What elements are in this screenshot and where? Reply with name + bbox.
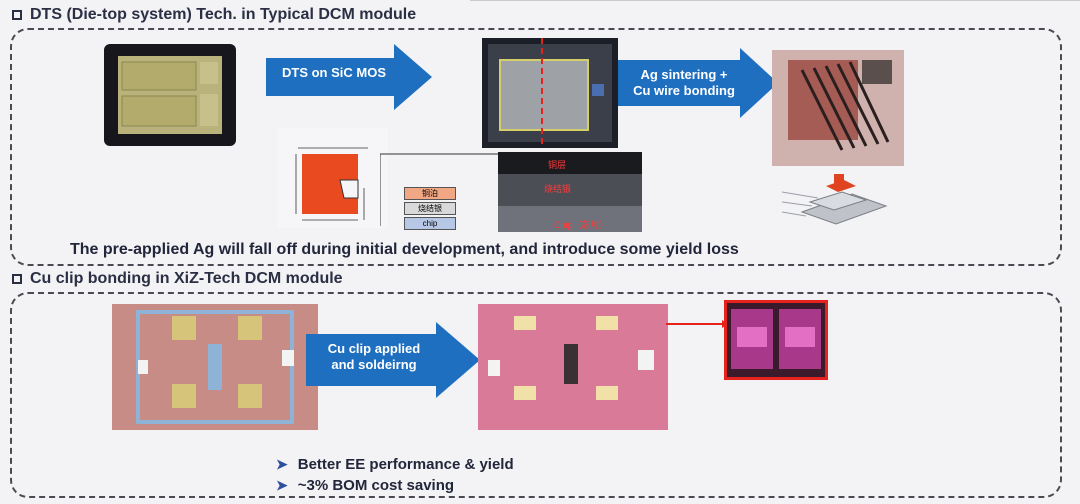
cu-clip-module-photo xyxy=(478,304,668,430)
section2-title: Cu clip bonding in XiZ-Tech DCM module xyxy=(12,270,343,288)
section1-title: DTS (Die-top system) Tech. in Typical DC… xyxy=(12,6,416,24)
arrow2-label-line1: Ag sintering + xyxy=(640,67,728,82)
benefit-item: ➤ ~3% BOM cost saving xyxy=(276,477,514,494)
section2-title-text: Cu clip bonding in XiZ-Tech DCM module xyxy=(30,270,343,287)
layer-sintered-silver: 烧结银 xyxy=(404,202,456,215)
technical-drawing xyxy=(278,128,388,228)
layer-copper-foil: 铜泊 xyxy=(404,187,456,200)
xsection-label-copper: 铜层 xyxy=(548,160,567,170)
arrow3-label-line1: Cu clip applied xyxy=(327,341,421,356)
wire-bonded-image xyxy=(772,50,904,166)
dts-die-image xyxy=(488,38,612,148)
benefit-text: ~3% BOM cost saving xyxy=(297,477,455,494)
section1-title-text: DTS (Die-top system) Tech. in Typical DC… xyxy=(30,6,417,23)
dcm-module-image xyxy=(112,304,318,430)
layer-stack: 铜泊 烧结银 chip xyxy=(404,187,456,230)
checkbox-square-icon xyxy=(12,274,22,284)
process-arrow-2 xyxy=(618,48,778,118)
wire-bonded-photo xyxy=(772,50,904,166)
cu-clip-detail-photo xyxy=(724,300,828,380)
xsection-label-chip: Chip（芯片） xyxy=(554,220,609,230)
benefit-text: Better EE performance & yield xyxy=(297,456,514,473)
arrow2-label-line2: Cu wire bonding xyxy=(633,83,735,98)
detail-pointer-line xyxy=(666,320,728,328)
cross-section-image xyxy=(498,152,642,232)
layer-chip: chip xyxy=(404,217,456,230)
process-arrow-1 xyxy=(266,44,432,110)
section2-box xyxy=(10,292,1062,498)
checkbox-square-icon xyxy=(12,10,22,20)
dcm-module-photo xyxy=(112,304,318,430)
arrow1-label: DTS on SiC MOS xyxy=(282,65,386,80)
section1-note: The pre-applied Ag will fall off during … xyxy=(70,241,739,258)
top-divider-line xyxy=(470,0,1080,1)
dts-die-photo xyxy=(482,38,618,148)
package-3d-diagram xyxy=(782,174,888,225)
connector-lines xyxy=(380,153,518,226)
cu-clip-module-image xyxy=(478,304,668,430)
benefit-list: ➤ Better EE performance & yield ➤ ~3% BO… xyxy=(276,456,514,494)
xsection-label-silver: 烧结银 xyxy=(544,184,572,194)
benefit-item: ➤ Better EE performance & yield xyxy=(276,456,514,473)
sic-die-image xyxy=(118,56,222,134)
arrow2-label: Ag sintering + Cu wire bonding xyxy=(622,67,746,99)
cu-clip-detail-image xyxy=(731,309,821,369)
chevron-right-icon: ➤ xyxy=(276,477,288,493)
section1-box xyxy=(10,28,1062,266)
chevron-right-icon: ➤ xyxy=(276,456,288,472)
arrow3-label-line2: and soldeirng xyxy=(331,357,417,372)
arrow3-label: Cu clip applied and soldeirng xyxy=(318,341,430,373)
process-arrow-3 xyxy=(306,322,480,398)
cross-section-photo: 铜层 烧结银 Chip（芯片） xyxy=(498,152,642,232)
sic-die-photo xyxy=(104,44,236,146)
